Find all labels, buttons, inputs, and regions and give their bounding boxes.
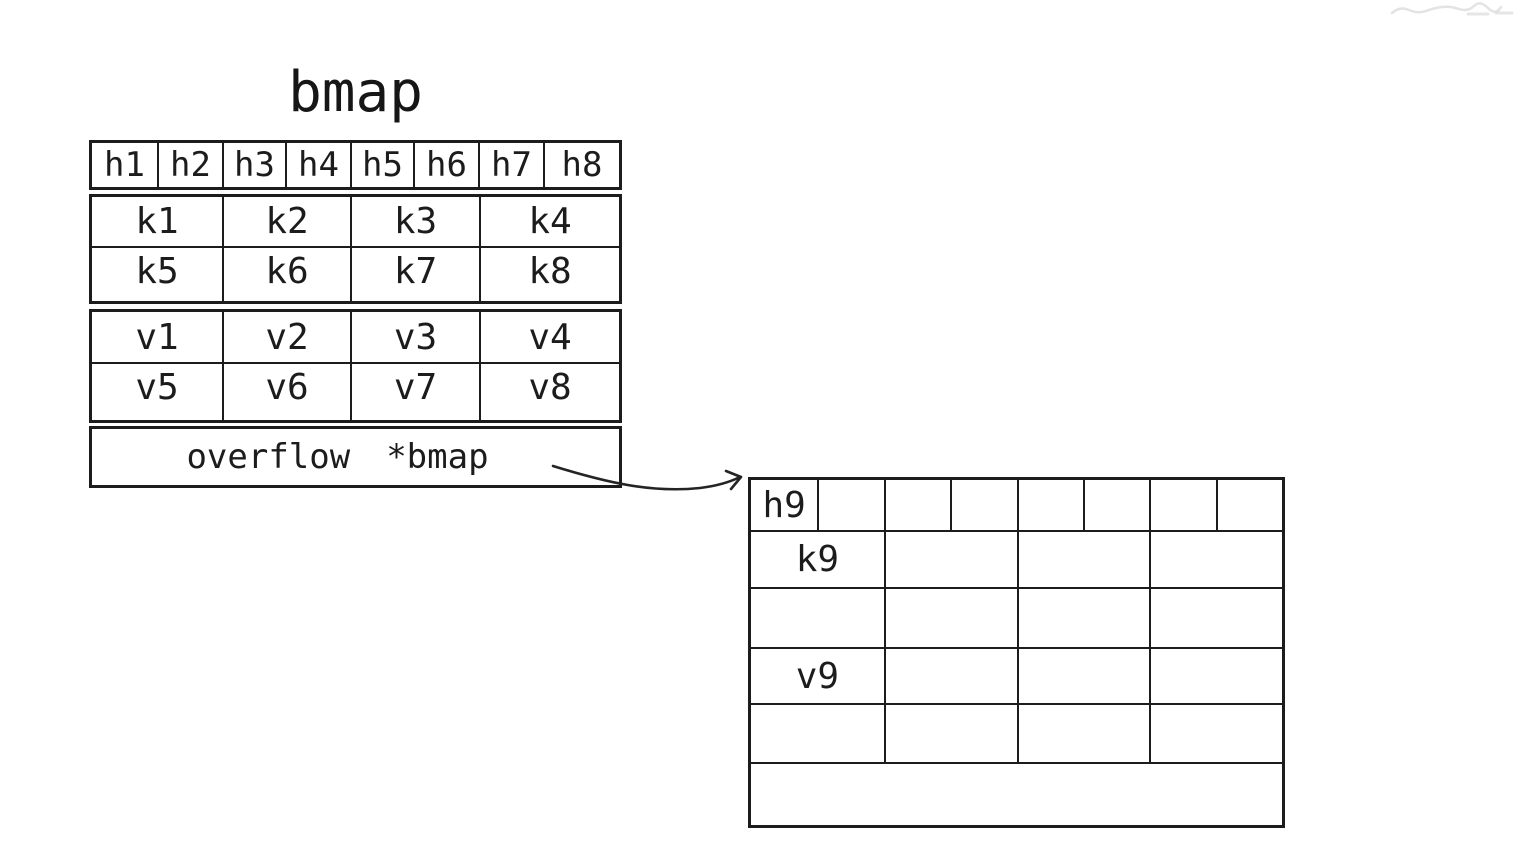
tophash-cell: h6 (413, 143, 478, 187)
overflow-bucket-header-row: h9 (751, 480, 1282, 530)
key-cell: k3 (350, 197, 479, 246)
overflow-bucket-values-row-2 (751, 703, 1282, 762)
value-cell (1149, 649, 1282, 703)
value-cell: v4 (479, 312, 619, 362)
tophash-cell (1215, 480, 1282, 530)
value-cell: v3 (350, 312, 479, 362)
value-cell (1016, 649, 1150, 703)
key-cell (1016, 589, 1150, 647)
overflow-bucket-table: h9 k9 v9 (748, 477, 1285, 828)
tophash-cell: h4 (285, 143, 350, 187)
overflow-bucket-values-row-1: v9 (751, 647, 1282, 703)
value-cell: v6 (222, 364, 350, 420)
key-cell (883, 532, 1017, 587)
tophash-cell (883, 480, 950, 530)
tophash-cell: h2 (157, 143, 222, 187)
tophash-cell: h9 (762, 484, 806, 526)
tophash-cell: h1 (104, 145, 145, 185)
tophash-cell: h8 (543, 143, 619, 187)
key-cell (1016, 532, 1150, 587)
overflow-bucket-keys-row-2 (751, 587, 1282, 647)
value-cell (883, 649, 1017, 703)
key-cell (1149, 589, 1282, 647)
key-cell: k6 (222, 248, 350, 301)
key-cell (751, 589, 884, 647)
key-cell: k9 (795, 539, 840, 580)
overflow-bucket-overflow-cell (751, 762, 1282, 825)
tophash-cell: h5 (350, 143, 413, 187)
key-cell: k7 (350, 248, 479, 301)
value-cell (751, 705, 884, 762)
value-cell (1149, 705, 1282, 762)
tophash-cell (950, 480, 1016, 530)
overflow-bucket-keys-row-1: k9 (751, 530, 1282, 587)
value-cell: v8 (479, 364, 619, 420)
value-cell (883, 705, 1017, 762)
overflow-type-label: *bmap (386, 437, 489, 477)
diagram-title: bmap (288, 60, 423, 125)
overflow-field-label: overflow (186, 437, 351, 477)
value-cell: v9 (795, 655, 840, 697)
key-cell: k5 (135, 251, 179, 292)
value-cell: v5 (135, 367, 179, 408)
tophash-cell (1149, 480, 1215, 530)
tophash-cell (1082, 480, 1149, 530)
value-cell: v7 (350, 364, 479, 420)
key-cell: k8 (479, 248, 619, 301)
key-cell: k1 (135, 201, 179, 242)
key-cell (883, 589, 1017, 647)
tophash-cell (817, 480, 883, 530)
key-cell: k2 (222, 197, 350, 246)
key-cell (1149, 532, 1282, 587)
bmap-overflow-cell: overflow *bmap (89, 426, 622, 488)
value-cell: v1 (135, 316, 179, 358)
value-cell: v2 (222, 312, 350, 362)
key-cell: k4 (479, 197, 619, 246)
tophash-cell: h7 (478, 143, 543, 187)
value-cell (1016, 705, 1150, 762)
tophash-cell: h3 (222, 143, 285, 187)
tophash-cell (1016, 480, 1083, 530)
